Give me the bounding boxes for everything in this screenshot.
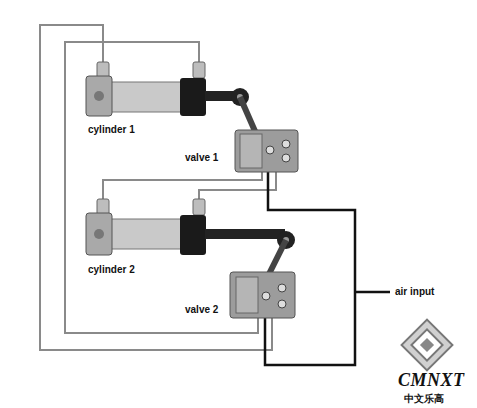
cylinder-body: [108, 82, 184, 112]
cylinder-symbol: [86, 62, 258, 138]
valve-port: [266, 146, 274, 154]
cylinder-end: [180, 215, 206, 255]
valve-port: [262, 292, 270, 300]
watermark: 中文乐高: [404, 393, 444, 404]
logo-diamond: [402, 320, 453, 371]
valve-port: [278, 300, 286, 308]
valve-symbol: [230, 272, 295, 318]
valve-port: [282, 140, 290, 148]
piston-rod: [205, 229, 285, 239]
logo-diamond: [411, 329, 442, 360]
input-label: air input: [395, 286, 434, 297]
part-name: valve 1: [185, 152, 218, 163]
pin-hole: [94, 91, 104, 101]
part-name: cylinder 1: [88, 124, 135, 135]
air-tube: [265, 152, 355, 365]
hose: [103, 170, 262, 203]
part-name: cylinder 2: [88, 264, 135, 275]
valve-face: [240, 134, 262, 168]
cylinder-body: [108, 219, 184, 249]
hose-nub: [193, 62, 205, 78]
logo-diamond: [420, 338, 434, 352]
hose-nub: [193, 199, 205, 215]
valve-body: [230, 272, 295, 318]
piston-rod: [205, 91, 235, 101]
watermark-logo: [402, 320, 453, 371]
valve-face: [236, 277, 258, 313]
hose: [199, 170, 276, 203]
air-supply-tube: [265, 152, 390, 365]
cylinder-cap: [86, 213, 112, 255]
part-name: valve 2: [185, 304, 218, 315]
valve-port: [282, 154, 290, 162]
air-tube: [355, 291, 390, 294]
valve-lever: [268, 240, 286, 276]
cylinder-symbol: [86, 199, 295, 276]
cylinder-end: [180, 78, 206, 116]
watermark: CMNXT: [398, 371, 465, 391]
hose-group: [40, 25, 276, 350]
valve-symbol: [235, 130, 298, 172]
hose: [65, 42, 258, 333]
pin-hole: [94, 229, 104, 239]
valve-port: [278, 284, 286, 292]
cylinder-cap: [86, 76, 112, 116]
valve-body: [235, 130, 298, 172]
hose: [40, 25, 272, 350]
